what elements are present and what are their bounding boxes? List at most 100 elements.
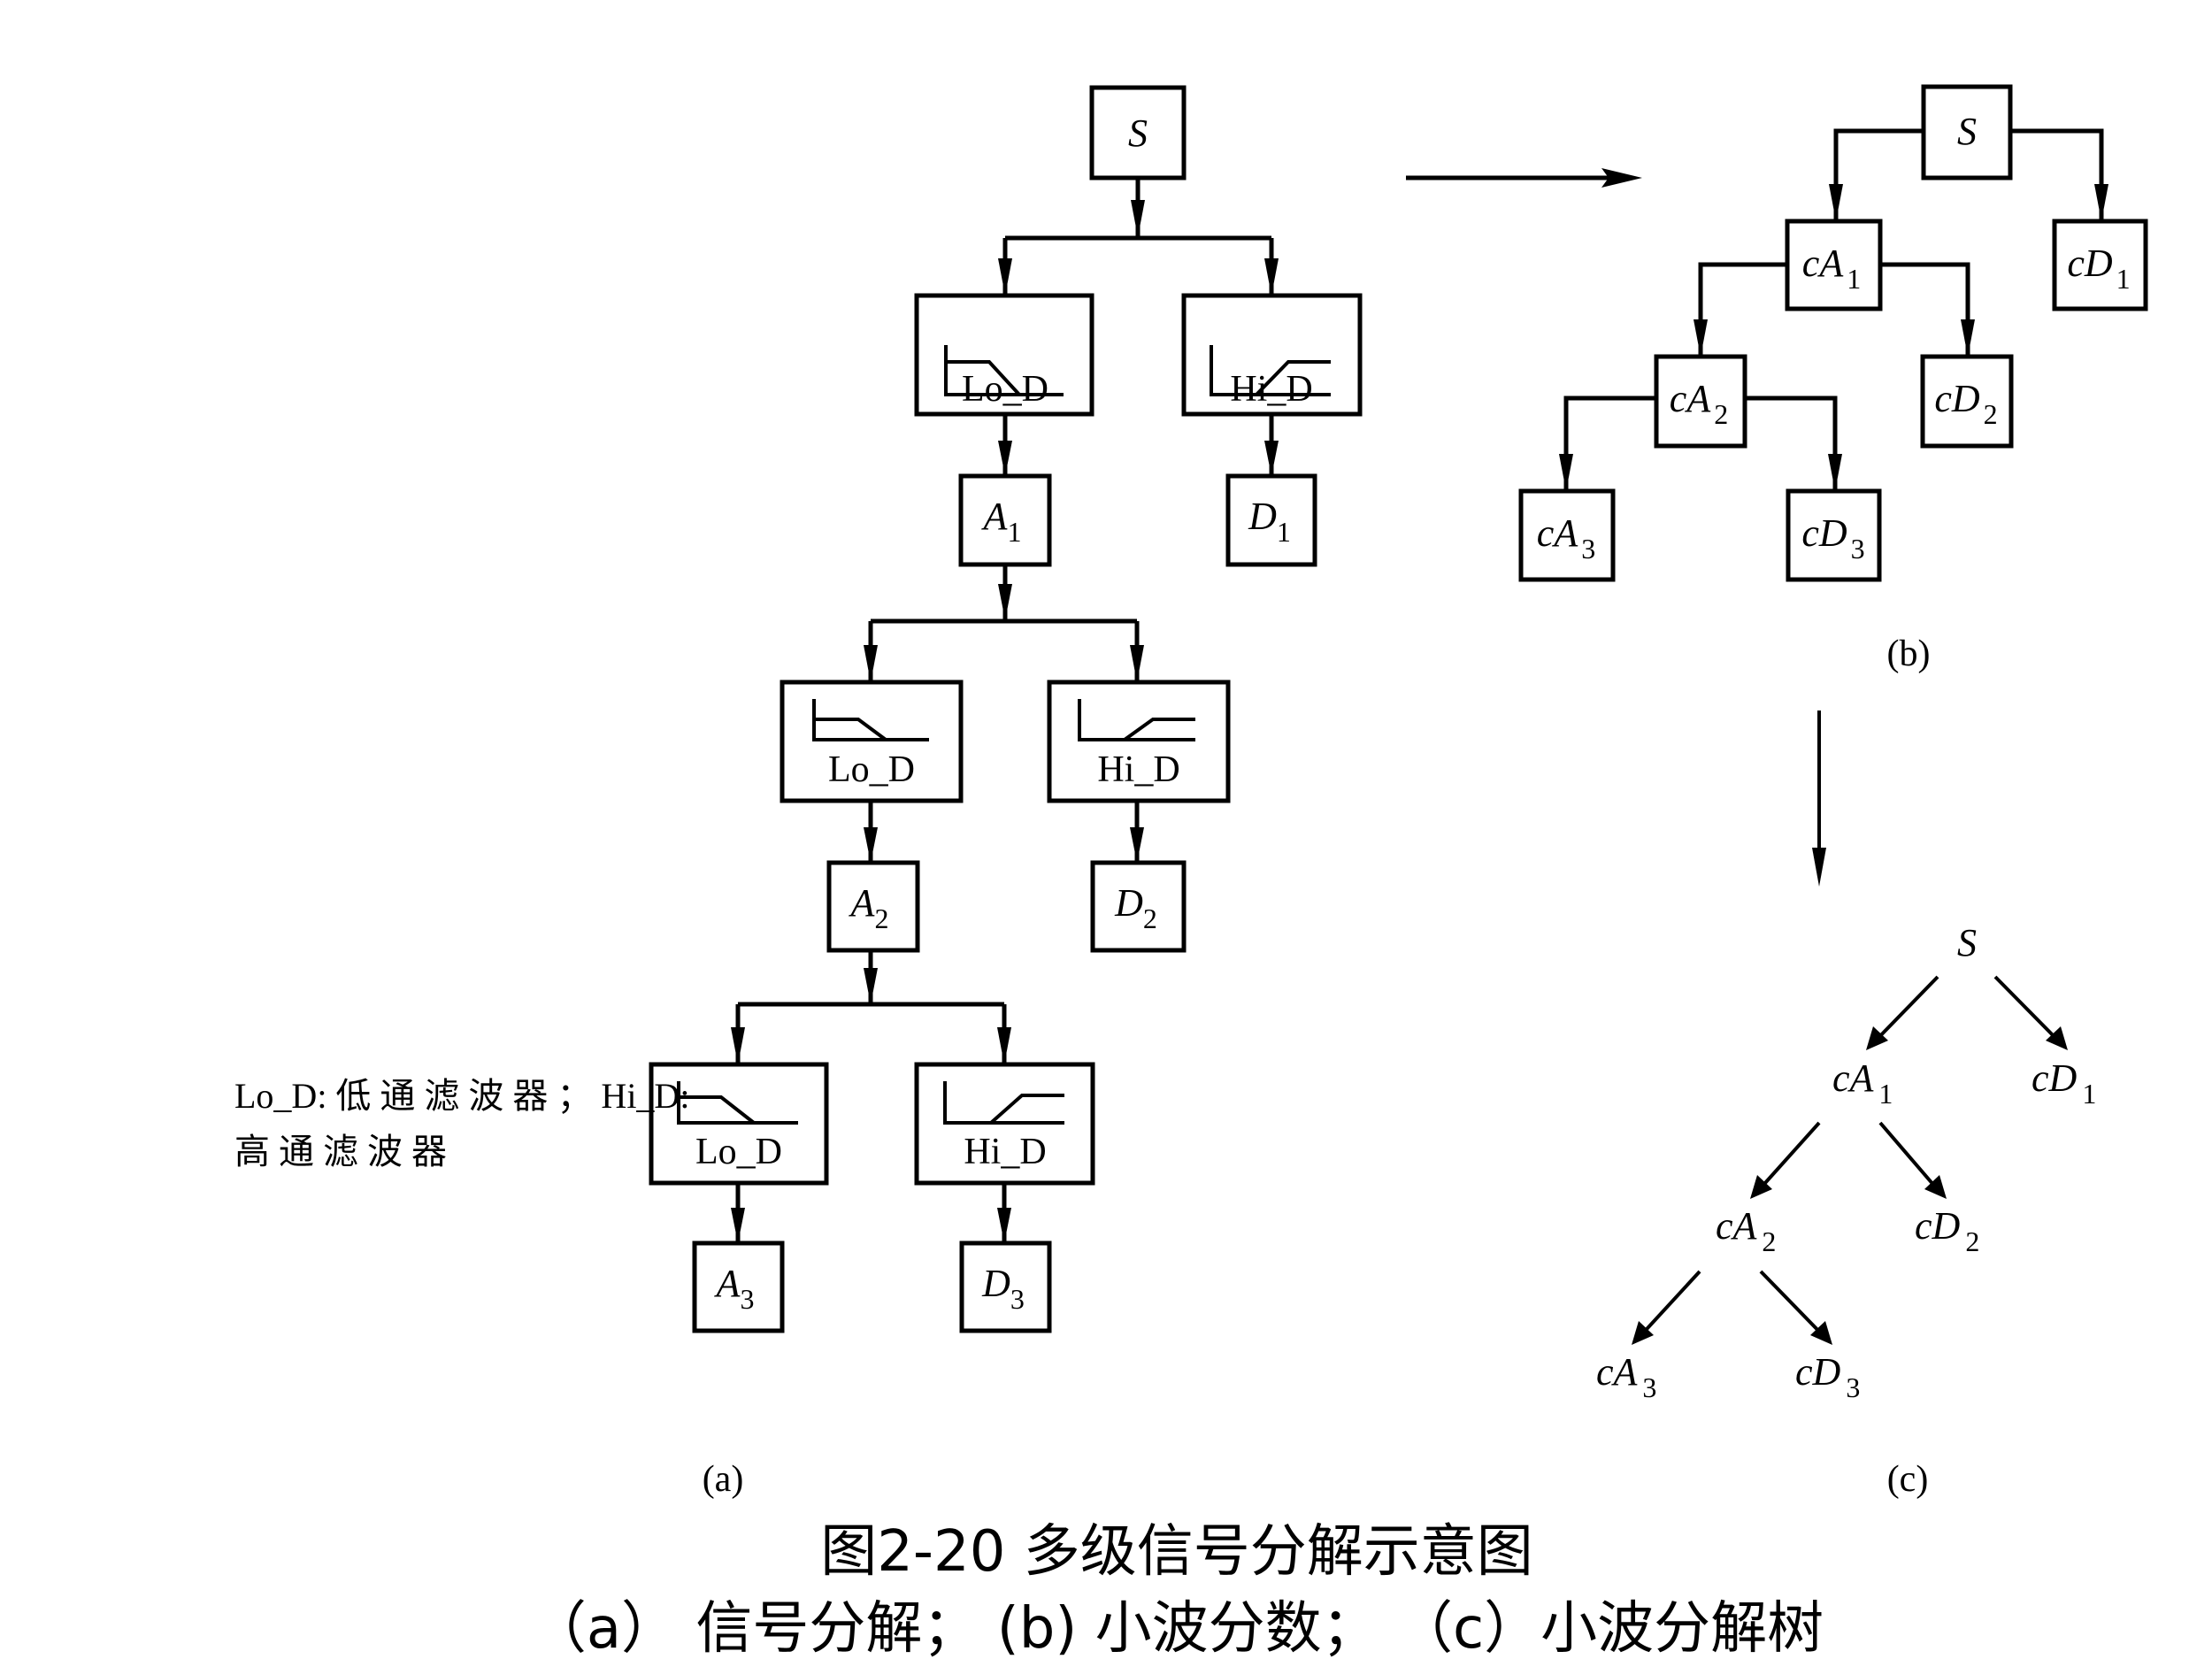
arrow-right-icon — [1601, 168, 1642, 188]
node-symbol: cD — [1801, 511, 1847, 555]
lowpass-response-icon — [812, 699, 929, 741]
node-a3: A3 — [692, 1240, 785, 1333]
figure-subtitle: （a） 信号分解； (b) 小波分数； （c）小波分解树 — [530, 1596, 1824, 1659]
arrow-head-icon — [1694, 319, 1708, 357]
node-symbol: cA — [1716, 1204, 1758, 1248]
arrow-head-icon — [864, 968, 878, 1004]
node-subscript: 3 — [1642, 1371, 1656, 1403]
arrow-head-icon — [1866, 1026, 1888, 1050]
arrow-head-icon — [2094, 184, 2108, 221]
node-symbol: cD — [1915, 1204, 1961, 1248]
node-symbol: cD — [2067, 242, 2113, 285]
svg-text:A2: A2 — [849, 881, 889, 934]
node-symbol: A — [714, 1262, 741, 1305]
level-2: Lo_D Hi_D A2 D2 — [780, 565, 1231, 953]
arrow-head-icon — [2046, 1026, 2068, 1050]
arrow-b-to-c — [1812, 710, 1826, 887]
node-subscript: 2 — [1965, 1225, 1979, 1257]
arrow-head-icon — [1131, 200, 1145, 237]
highpass-response-icon — [1210, 345, 1331, 396]
node-subscript: 2 — [1984, 398, 1998, 430]
node-symbol: D — [981, 1262, 1010, 1305]
node-symbol: D — [1248, 495, 1277, 538]
arrow-head-icon — [864, 645, 878, 682]
node-subscript: 1 — [2116, 263, 2131, 295]
node-subscript: 2 — [1714, 398, 1728, 430]
filter-label: Lo_D — [828, 749, 915, 790]
node-symbol: S — [1957, 110, 1977, 153]
node-a-source: S — [1089, 85, 1187, 180]
svg-text:cA3: cA3 — [1537, 511, 1595, 565]
node-symbol: D — [1114, 881, 1143, 925]
node-subscript: 2 — [1762, 1225, 1776, 1257]
node-a2: A2 — [826, 860, 920, 953]
arrow-head-icon — [731, 1027, 745, 1064]
arrow-head-icon — [1130, 645, 1144, 682]
node-subscript: 1 — [1878, 1078, 1893, 1110]
arrow-head-icon — [731, 1208, 745, 1243]
svg-text:D3: D3 — [981, 1262, 1025, 1315]
node-subscript: 2 — [874, 902, 888, 934]
svg-text:cA2: cA2 — [1670, 377, 1728, 430]
arrow-head-icon — [998, 258, 1012, 296]
node-symbol: A — [981, 495, 1009, 538]
node-d3: D3 — [959, 1240, 1052, 1333]
arrow-head-icon — [1924, 1175, 1947, 1199]
level-3: Lo_D Hi_D A3 D3 — [649, 950, 1095, 1333]
lowpass-filter-box: Lo_D — [780, 680, 964, 803]
figure-title: 图2-20 多级信号分解示意图 — [820, 1519, 1533, 1585]
node-subscript: 1 — [1847, 263, 1861, 295]
node-b-s: S — [1921, 84, 2013, 180]
node-symbol: cA — [1596, 1350, 1639, 1394]
svg-text:cD3: cD3 — [1801, 511, 1864, 565]
arrow-head-icon — [1829, 184, 1843, 221]
highpass-response-icon — [1078, 699, 1195, 741]
svg-text:cD1: cD1 — [2067, 242, 2130, 295]
panel-b-label: (b) — [1887, 634, 1931, 674]
arrow-head-icon — [1961, 319, 1975, 357]
arrow-head-icon — [998, 584, 1012, 620]
node-subscript: 2 — [1143, 902, 1157, 934]
svg-text:A1: A1 — [981, 495, 1022, 548]
arrow-head-icon — [1130, 827, 1144, 863]
svg-text:D2: D2 — [1114, 881, 1157, 934]
node-subscript: 3 — [740, 1283, 754, 1315]
node-subscript: 3 — [1010, 1283, 1025, 1315]
arrow-head-icon — [998, 441, 1012, 476]
lowpass-filter-box: Lo_D — [649, 1062, 829, 1186]
svg-text:D1: D1 — [1248, 495, 1291, 548]
filter-label: Lo_D — [962, 369, 1048, 410]
node-symbol: cA — [1670, 377, 1712, 420]
node-symbol: cA — [1832, 1056, 1875, 1100]
connector — [735, 950, 1007, 1064]
arrow-head-icon — [997, 1027, 1011, 1064]
arrow-head-icon — [864, 827, 878, 863]
node-symbol: S — [1128, 111, 1148, 155]
arrow-head-icon — [1810, 1321, 1832, 1345]
tree-edges — [1632, 975, 2068, 1345]
arrow-head-icon — [1264, 441, 1279, 476]
node-subscript: 1 — [1277, 516, 1291, 548]
connector — [735, 1183, 1007, 1243]
node-a1: A1 — [958, 473, 1052, 567]
highpass-filter-box: Hi_D — [1047, 680, 1231, 803]
svg-text:S: S — [1128, 111, 1148, 155]
level-1: Lo_D Hi_D A1 D1 — [914, 178, 1363, 567]
arrow-a-to-b — [1406, 168, 1642, 188]
arrow-head-icon — [1264, 258, 1279, 296]
arrow-head-icon — [1828, 454, 1842, 491]
connector — [868, 565, 1140, 682]
highpass-response-icon — [943, 1081, 1064, 1125]
arrow-head-icon — [1750, 1175, 1772, 1199]
panel-a-label: (a) — [703, 1459, 744, 1500]
svg-text:cD2: cD2 — [1934, 377, 1997, 430]
